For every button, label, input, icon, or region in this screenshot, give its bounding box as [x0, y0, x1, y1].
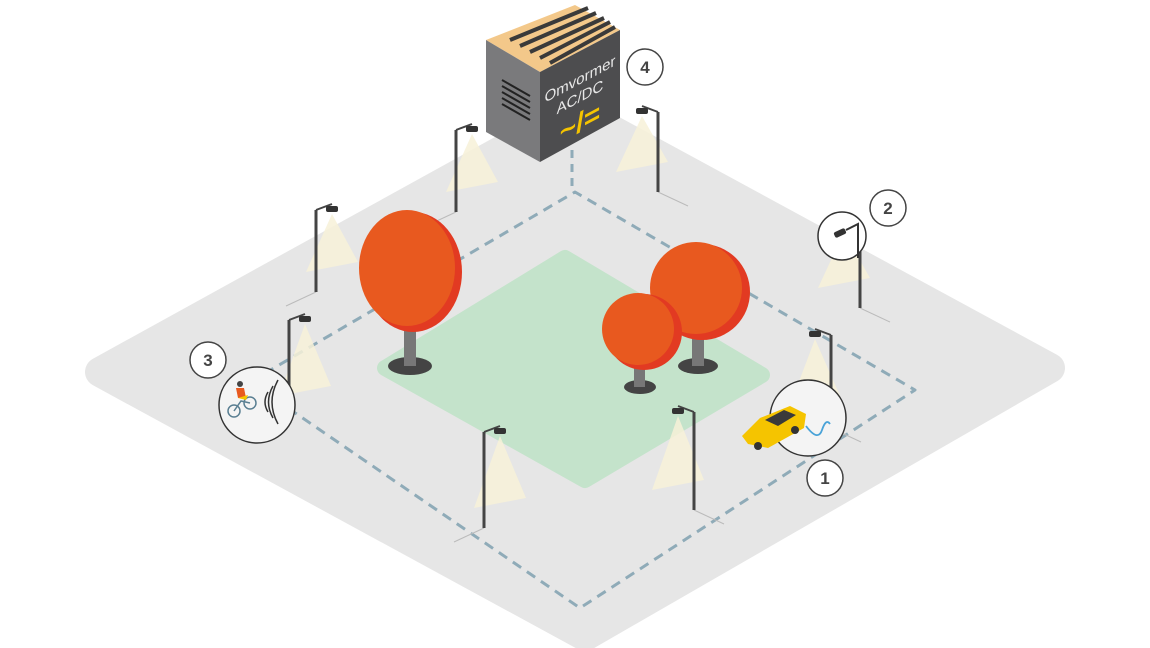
callout-street-lamp: 2 [869, 189, 907, 227]
tree-right-front [602, 293, 682, 394]
callout-cyclist-sensor: 3 [189, 341, 227, 379]
converter-box: Omvormer AC/DC ~/= [486, 5, 620, 162]
lamp-arm [483, 425, 501, 433]
lamp-shadow [453, 527, 485, 543]
lamp-light-cone [616, 116, 668, 172]
street-lamp [285, 203, 358, 307]
lamp-arm [814, 328, 832, 336]
cable-route [248, 190, 917, 610]
sensor-waves-icon [264, 379, 279, 425]
lamp-shadow [657, 191, 689, 207]
lamp-head [494, 428, 506, 434]
cyclist-icon [237, 381, 243, 387]
callout-converter: 4 [626, 48, 664, 86]
callout-number: 3 [203, 351, 212, 370]
lamp-head [636, 108, 648, 114]
cyclist-highlight [218, 366, 296, 444]
street-lamp [425, 123, 498, 227]
grass-area [377, 250, 770, 488]
lamp-arm [288, 313, 306, 321]
lamp-arm [677, 405, 695, 413]
callout-number: 4 [640, 58, 650, 77]
callout-circle [806, 459, 844, 497]
lamp-arm [315, 203, 333, 211]
lamp-shadow [285, 291, 317, 307]
lamp-head [466, 126, 478, 132]
lamp-shadow [693, 509, 725, 525]
lamp-arm [641, 105, 659, 113]
callout-circle [626, 48, 664, 86]
lamp-light-cone [306, 214, 358, 272]
lamp-head [672, 408, 684, 414]
lamp-arm [455, 123, 473, 131]
lamp-light-cone [279, 324, 331, 396]
callout-circle [189, 341, 227, 379]
callout-number: 2 [883, 199, 892, 218]
callout-number: 1 [820, 469, 829, 488]
ev-charging-highlight [742, 379, 847, 457]
lamp-light-cone [474, 436, 526, 508]
callout-car-charging: 1 [806, 459, 844, 497]
lamp-light-cone [652, 416, 704, 490]
lamp-head [299, 316, 311, 322]
bicycle-icon [227, 404, 241, 418]
lamp-head [326, 206, 338, 212]
street-lamp [616, 105, 689, 207]
car-icon [742, 406, 806, 450]
tree-left [359, 210, 462, 375]
lamp-shadow [859, 307, 891, 323]
callout-circle [869, 189, 907, 227]
charging-cable-icon [805, 421, 831, 436]
lamp-head-icon [833, 228, 847, 238]
lamp-head [809, 331, 821, 337]
street-lamp [453, 425, 526, 543]
lamp-light-cone [446, 134, 498, 192]
street-lamp [652, 405, 725, 525]
lamp-highlight-circle [817, 211, 867, 261]
